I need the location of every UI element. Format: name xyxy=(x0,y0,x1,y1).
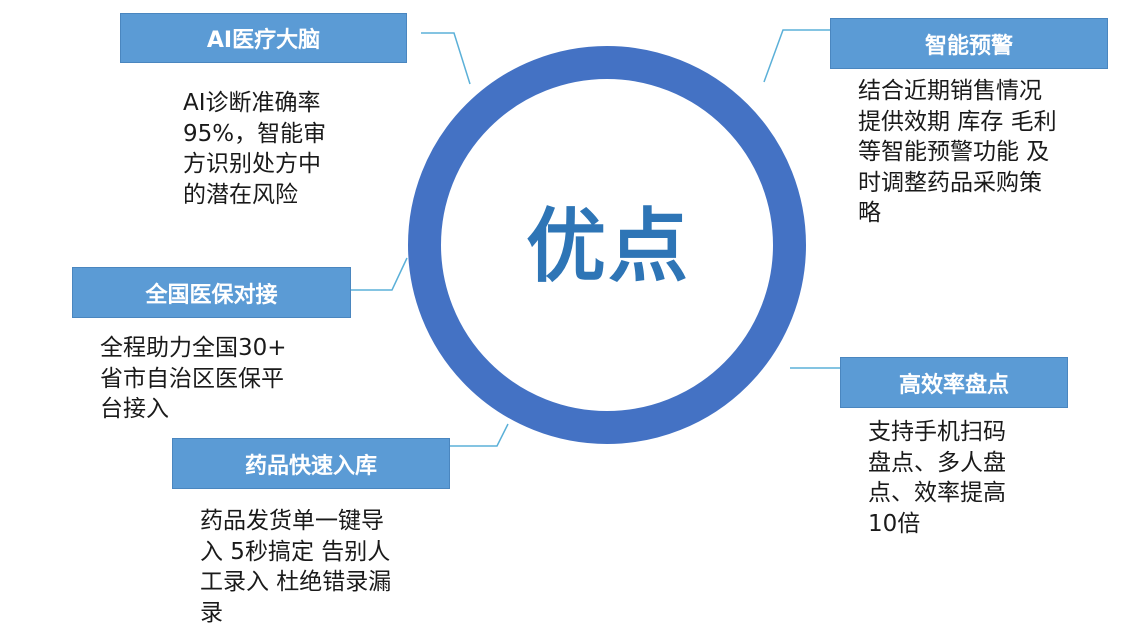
desc-medical-insurance: 全程助力全国30+ 省市自治区医保平 台接入 xyxy=(100,335,287,422)
desc-smart-alert: 结合近期销售情况 提供效期 库存 毛利 等智能预警功能 及 时调整药品采购策 略 xyxy=(858,78,1057,226)
desc-ai-brain: AI诊断准确率 95%，智能审 方识别处方中 的潜在风险 xyxy=(183,90,327,208)
label-fast-stock-in: 药品快速入库 xyxy=(172,438,450,489)
connector-medical-insurance xyxy=(351,257,408,291)
connector-smart-alert xyxy=(763,29,830,83)
label-efficient-inventory: 高效率盘点 xyxy=(840,357,1068,408)
connector-fast-stock-in xyxy=(450,423,509,447)
desc-fast-stock-in: 药品发货单一键导 入 5秒搞定 告别人 工录入 杜绝错录漏 录 xyxy=(200,508,392,626)
connector-ai-brain xyxy=(421,32,471,85)
label-smart-alert: 智能预警 xyxy=(830,18,1108,69)
label-medical-insurance: 全国医保对接 xyxy=(72,267,351,318)
center-title: 优点 xyxy=(526,200,690,293)
desc-efficient-inventory: 支持手机扫码 盘点、多人盘 点、效率提高 10倍 xyxy=(868,419,1006,537)
label-ai-brain: AI医疗大脑 xyxy=(120,13,407,63)
